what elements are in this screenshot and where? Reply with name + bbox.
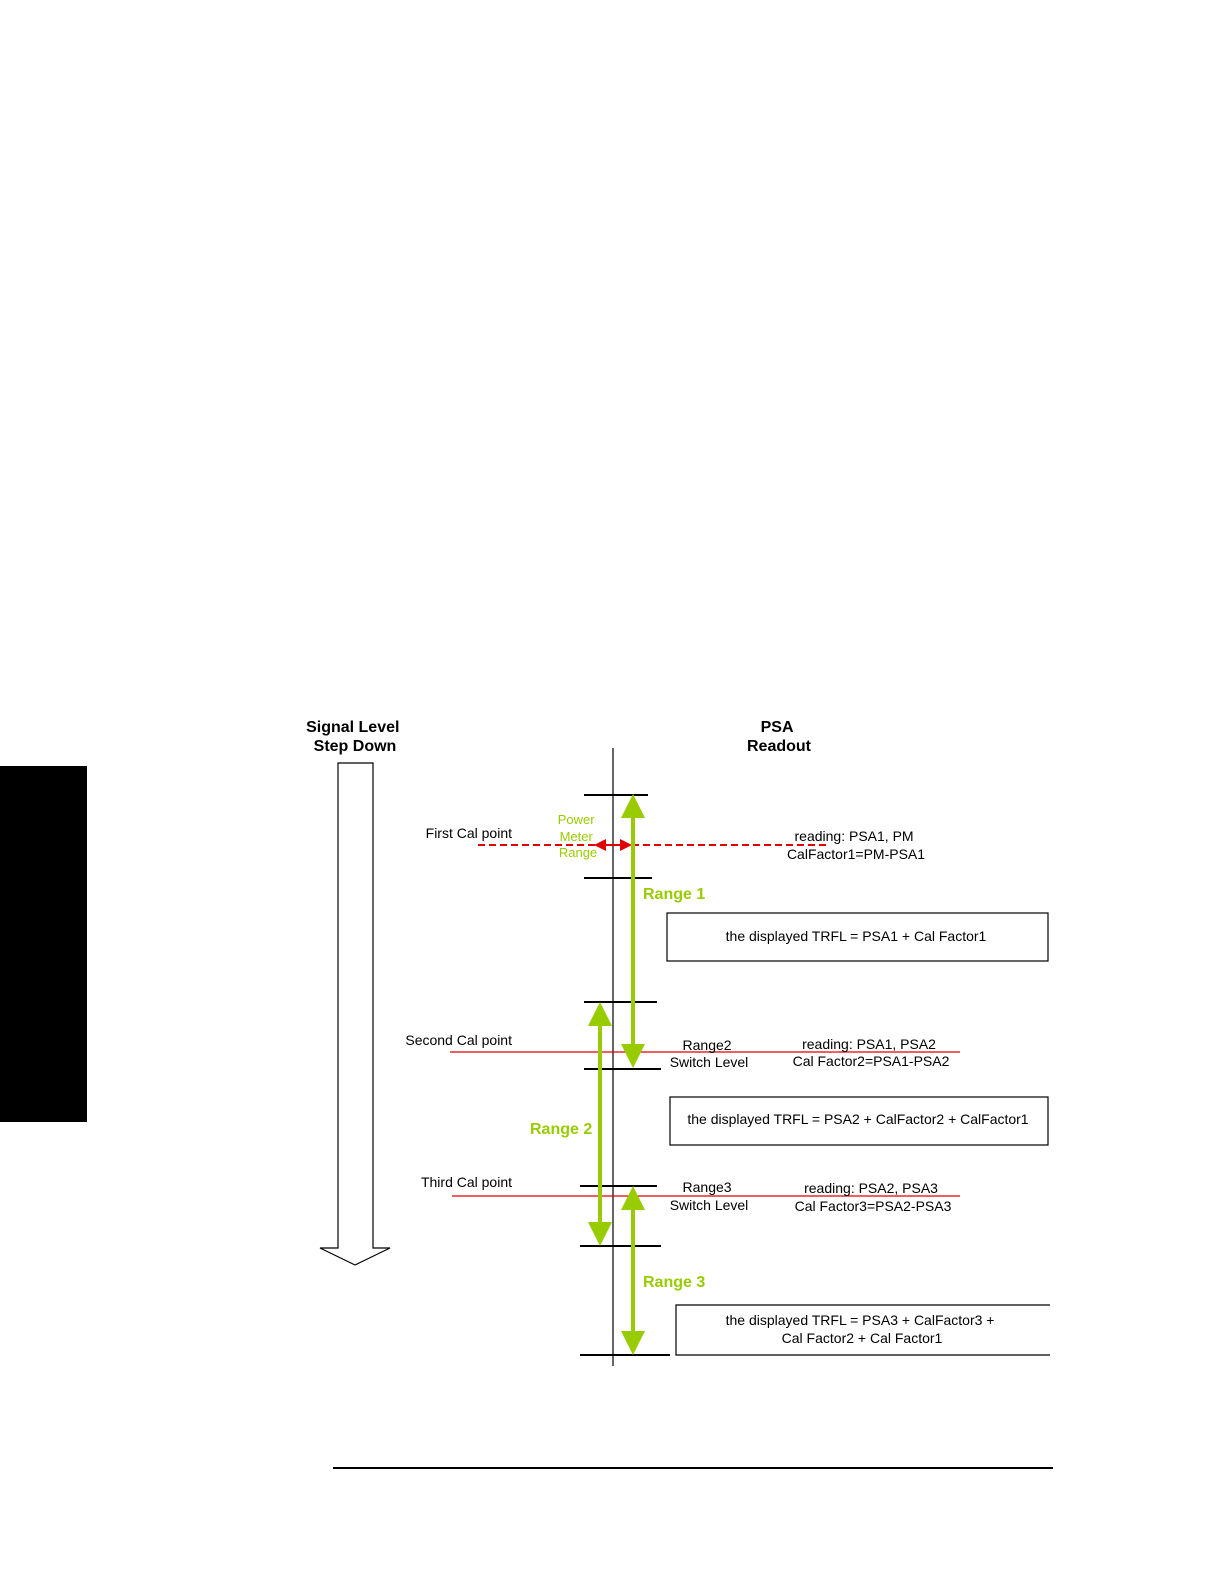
- power-meter-range-line-2: Meter: [560, 829, 594, 844]
- range-3-label: Range 3: [643, 1274, 705, 1291]
- side-tab-marker: [0, 766, 87, 1122]
- formula-box-2-text: the displayed TRFL = PSA2 + CalFactor2 +…: [687, 1111, 1028, 1127]
- signal-level-header-line-1: Signal Level: [306, 719, 399, 736]
- range3-switch-line-1: Range3: [683, 1179, 732, 1195]
- third-cal-reading-line-1: reading: PSA2, PSA3: [804, 1180, 938, 1196]
- formula-box-3: [675, 1304, 1050, 1356]
- range2-switch-line-1: Range2: [683, 1037, 732, 1053]
- formula-box-1: [666, 912, 1049, 962]
- power-meter-range-line-3: Range: [559, 845, 597, 860]
- first-cal-reading-line-2: CalFactor1=PM-PSA1: [787, 846, 925, 862]
- psa-readout-header-line-2: Readout: [747, 738, 812, 755]
- second-cal-reading: reading: PSA1, PSA2 Cal Factor2=PSA1-PSA…: [793, 1036, 950, 1069]
- signal-level-header: Signal Level Step Down: [306, 719, 404, 755]
- power-meter-range-label: Power Meter Range: [558, 812, 598, 860]
- power-meter-range-line-1: Power: [558, 812, 596, 827]
- second-cal-reading-line-2: Cal Factor2=PSA1-PSA2: [793, 1053, 950, 1069]
- range2-switch-line-2: Switch Level: [670, 1054, 749, 1070]
- psa-readout-header-line-1: PSA: [761, 719, 794, 736]
- range3-switch-line-2: Switch Level: [670, 1197, 749, 1213]
- signal-level-header-line-2: Step Down: [314, 738, 397, 755]
- range2-switch-level-label: Range2 Switch Level: [670, 1037, 749, 1070]
- second-cal-point-label: Second Cal point: [405, 1032, 512, 1048]
- third-cal-reading: reading: PSA2, PSA3 Cal Factor3=PSA2-PSA…: [795, 1180, 952, 1214]
- formula-box-1-text: the displayed TRFL = PSA1 + Cal Factor1: [726, 928, 987, 944]
- level-ticks: [580, 794, 670, 1356]
- formula-box-2: [669, 1096, 1049, 1146]
- range3-switch-level-label: Range3 Switch Level: [670, 1179, 749, 1213]
- second-cal-reading-line-1: reading: PSA1, PSA2: [802, 1036, 936, 1052]
- third-cal-reading-line-2: Cal Factor3=PSA2-PSA3: [795, 1198, 952, 1214]
- formula-box-3-line-2: Cal Factor2 + Cal Factor1: [782, 1330, 943, 1346]
- formula-box-3-text: the displayed TRFL = PSA3 + CalFactor3 +…: [726, 1312, 999, 1346]
- psa-readout-header: PSA Readout: [747, 719, 812, 755]
- first-cal-point-label: First Cal point: [426, 825, 512, 841]
- third-cal-point-label: Third Cal point: [421, 1174, 512, 1190]
- first-cal-reading: reading: PSA1, PM CalFactor1=PM-PSA1: [787, 828, 925, 862]
- range-1-label: Range 1: [643, 886, 705, 903]
- down-arrow-icon: [319, 762, 391, 1266]
- first-cal-reading-line-1: reading: PSA1, PM: [795, 828, 914, 844]
- formula-box-3-line-1: the displayed TRFL = PSA3 + CalFactor3 +: [726, 1312, 995, 1328]
- footer-rule: [333, 1467, 1053, 1469]
- range-2-label: Range 2: [530, 1121, 592, 1138]
